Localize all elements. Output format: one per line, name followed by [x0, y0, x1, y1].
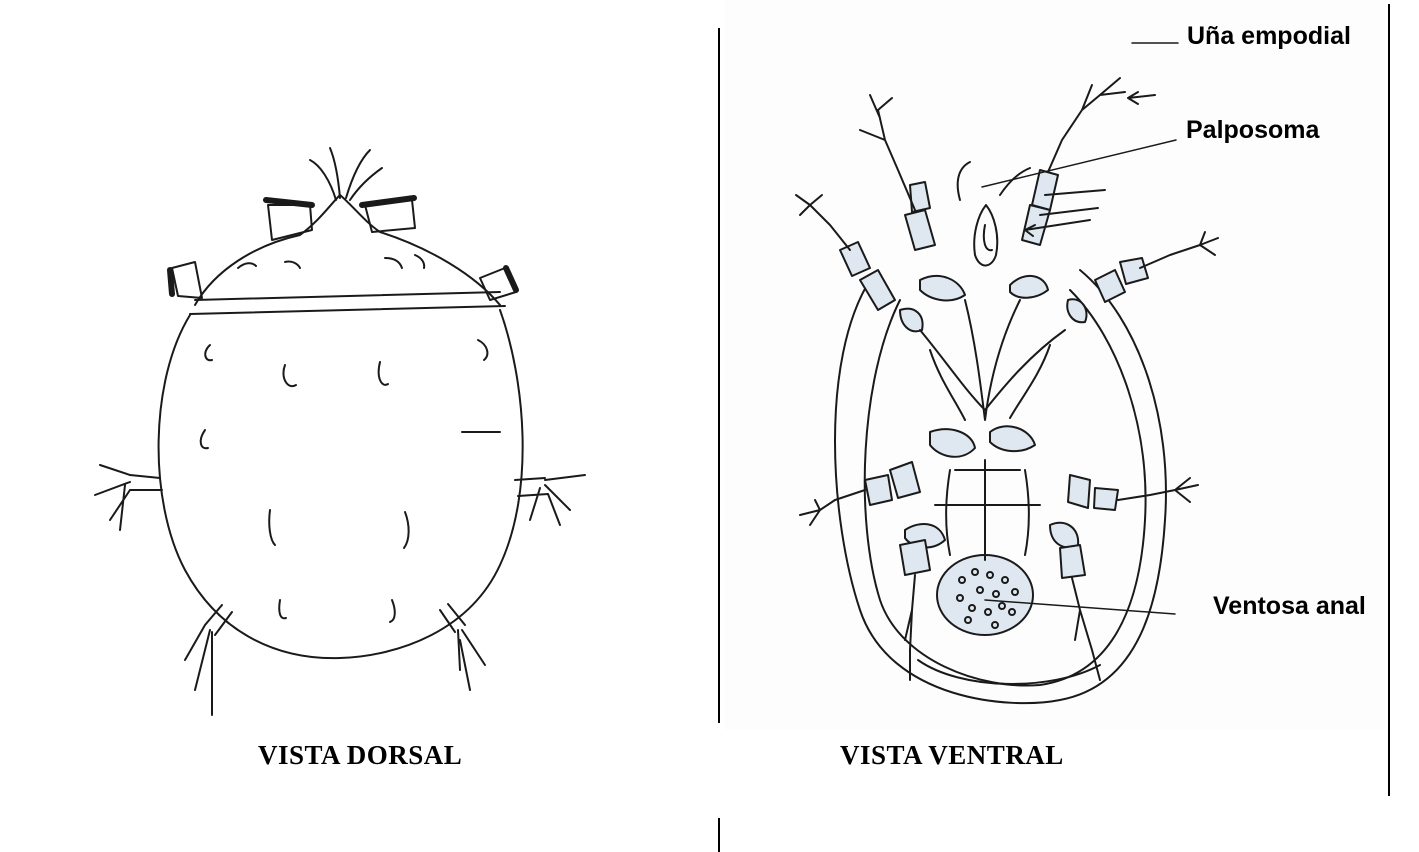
ventral-leg-3-right [1118, 478, 1198, 502]
anal-sucker [937, 555, 1033, 635]
dorsal-leg-mid-left [95, 465, 162, 530]
ventral-leg-1-right [1048, 78, 1125, 172]
label-empodial-claw: Uña empodial [1187, 22, 1351, 51]
ventral-leg-1-left [860, 95, 915, 210]
ventral-leg-4-left [905, 575, 915, 680]
ventral-leg-3-left [800, 490, 865, 525]
dorsal-body-outline [159, 310, 523, 658]
dorsal-leg-hind-right [440, 604, 485, 690]
ventral-leg-2-right [1140, 232, 1218, 268]
ventral-coxa-1-left [920, 276, 965, 300]
caption-ventral-view: VISTA VENTRAL [840, 740, 1064, 771]
dorsal-propodosoma [195, 195, 500, 305]
dorsal-palp-seta [310, 160, 336, 200]
leader-palposoma [982, 140, 1176, 187]
dorsal-leg-hind-left [185, 605, 232, 715]
label-anal-sucker: Ventosa anal [1213, 592, 1366, 621]
ventral-leg-2-left [796, 195, 850, 250]
dorsal-mite [95, 148, 585, 715]
dorsal-transverse-band [195, 292, 500, 300]
dorsal-leg-side-left [172, 262, 202, 298]
caption-dorsal-view: VISTA DORSAL [258, 740, 462, 771]
dorsal-leg-mid-right [515, 475, 585, 525]
ventral-coxa-3-right [990, 426, 1035, 451]
ventral-leg-4-right [1072, 578, 1100, 680]
ventral-mite [796, 78, 1218, 703]
ventral-coxa-2-left [900, 309, 923, 332]
ventral-coxa-2-right [1067, 299, 1086, 322]
dorsal-leg-front-left [268, 205, 312, 240]
ventral-coxa-4-right [1050, 523, 1078, 548]
ventral-coxa-1-right [1010, 276, 1048, 298]
label-palposoma: Palposoma [1186, 116, 1319, 145]
ventral-gnathosoma [974, 205, 997, 266]
ventral-coxa-3-left [930, 429, 975, 457]
